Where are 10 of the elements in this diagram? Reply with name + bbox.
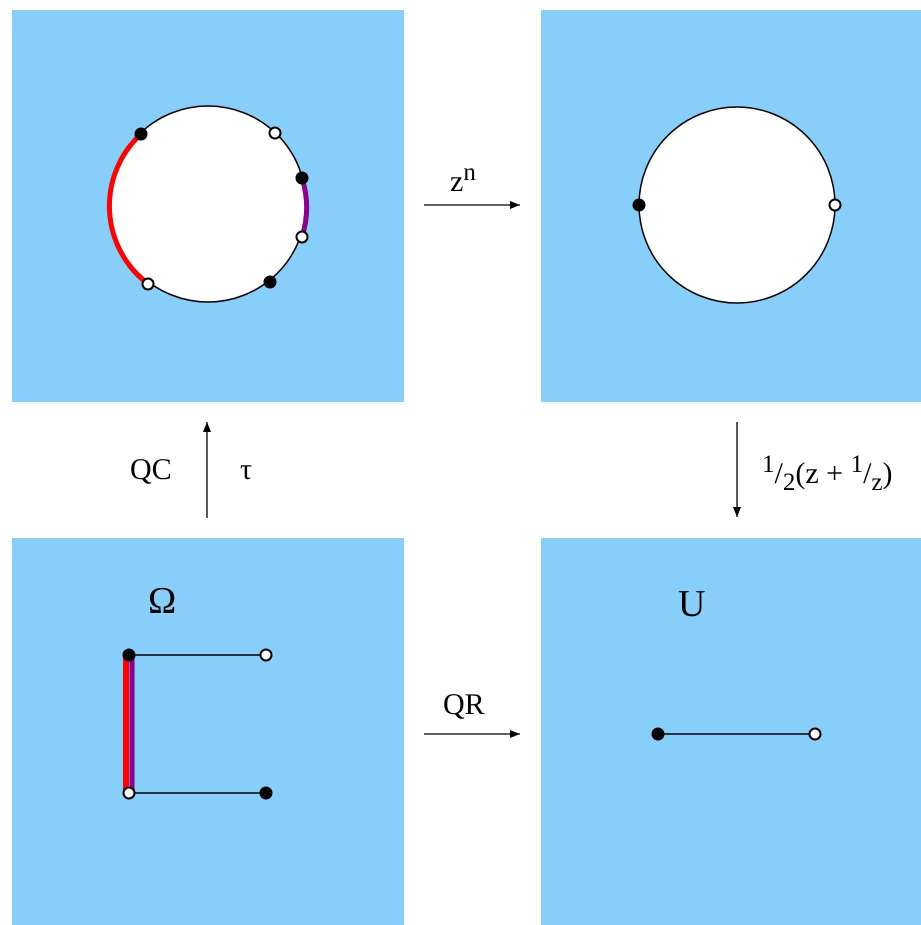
figure-panel	[541, 538, 921, 925]
figure-panel	[12, 10, 404, 402]
arrow	[203, 422, 211, 518]
figure-panel	[12, 538, 404, 925]
arrow	[424, 730, 520, 738]
arrow	[733, 422, 741, 517]
arrow	[424, 201, 520, 209]
region-label: U	[678, 585, 706, 623]
figure-panel	[541, 10, 921, 402]
region-label: Ω	[148, 582, 176, 620]
